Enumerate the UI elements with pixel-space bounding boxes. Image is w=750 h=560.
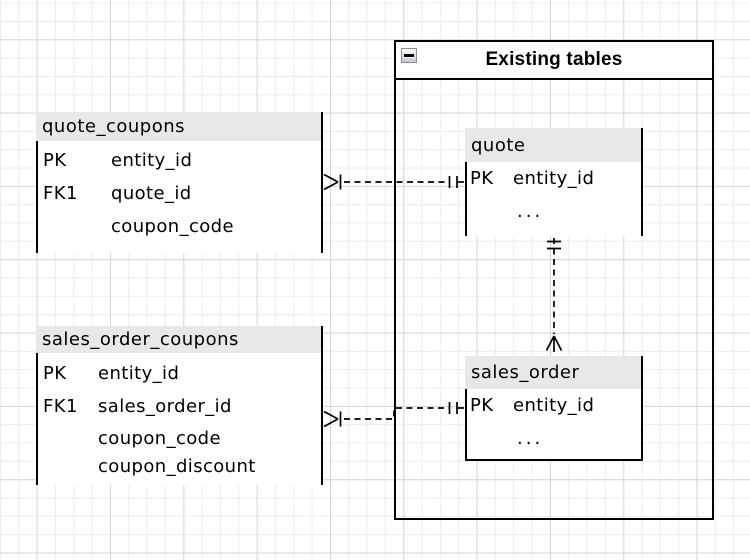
row-attribute: coupon_code [98, 427, 221, 449]
row-key: PK [470, 395, 494, 416]
table-row: FK1 sales_order_id [38, 390, 321, 423]
entity-body: PK entity_id FK1 sales_order_id coupon_c… [36, 353, 321, 485]
minus-icon [404, 54, 414, 57]
crows-foot-many-icon [323, 410, 339, 428]
entity-sales-order[interactable]: sales_order PK entity_id ... [465, 356, 643, 461]
entity-body: PK entity_id ... [465, 389, 641, 459]
table-row: PK entity_id [467, 389, 641, 422]
row-attribute: ... [517, 201, 544, 222]
row-attribute: sales_order_id [98, 396, 232, 417]
row-key: PK [43, 363, 67, 384]
row-attribute: coupon_discount [98, 456, 256, 477]
group-header: Existing tables [396, 42, 712, 80]
row-attribute: entity_id [98, 363, 180, 384]
entity-quote-coupons[interactable]: quote_coupons PK entity_id FK1 quote_id … [36, 112, 323, 253]
row-key: FK1 [43, 396, 78, 417]
row-key: PK [43, 150, 67, 171]
entity-body: PK entity_id ... [465, 162, 641, 236]
row-attribute: coupon_code [111, 216, 234, 237]
row-attribute: entity_id [513, 395, 595, 416]
table-row: ... [467, 422, 641, 455]
entity-title: sales_order_coupons [42, 329, 239, 350]
table-row: PK entity_id [38, 357, 321, 390]
collapse-button[interactable] [401, 48, 417, 63]
table-row: ... [467, 195, 641, 228]
entity-header: sales_order [465, 356, 641, 389]
row-attribute: entity_id [111, 150, 193, 171]
entity-title: quote [471, 134, 526, 156]
entity-title: quote_coupons [42, 116, 186, 137]
table-row: PK entity_id [467, 162, 641, 195]
row-attribute: ... [517, 428, 544, 449]
row-attribute: quote_id [111, 183, 192, 204]
entity-sales-order-coupons[interactable]: sales_order_coupons PK entity_id FK1 sal… [36, 326, 323, 485]
entity-header: quote [465, 128, 641, 162]
row-attribute: entity_id [513, 168, 595, 189]
row-key: FK1 [43, 183, 78, 204]
entity-body: PK entity_id FK1 quote_id coupon_code [36, 141, 321, 253]
group-existing-tables[interactable]: Existing tables [394, 40, 714, 520]
table-row: FK1 quote_id [38, 177, 321, 210]
table-row: coupon_code [38, 210, 321, 243]
crows-foot-many-icon [323, 173, 339, 191]
group-title: Existing tables [485, 49, 623, 70]
entity-header: sales_order_coupons [36, 326, 321, 353]
table-row: coupon_code [38, 423, 321, 453]
entity-header: quote_coupons [36, 112, 321, 141]
entity-quote[interactable]: quote PK entity_id ... [465, 128, 643, 236]
row-key: PK [470, 168, 494, 189]
table-row: PK entity_id [38, 144, 321, 177]
table-row: coupon_discount [38, 453, 321, 480]
entity-title: sales_order [471, 362, 580, 383]
